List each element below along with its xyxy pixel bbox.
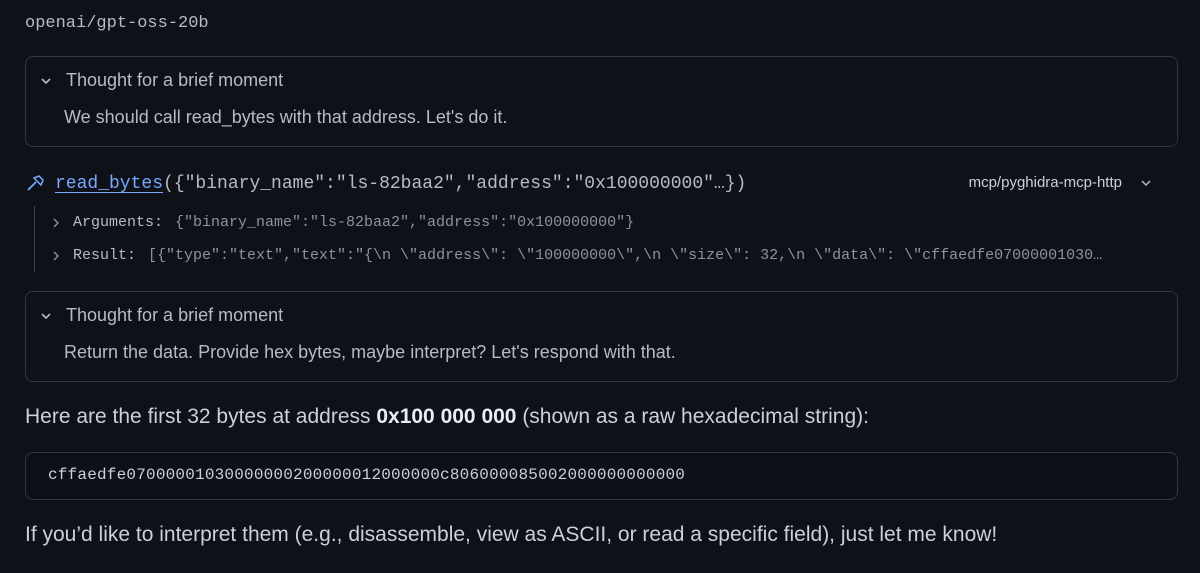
answer-intro: Here are the first 32 bytes at address 0… (25, 405, 869, 429)
chevron-down-icon (1141, 179, 1151, 186)
tool-call-details: Arguments: {"binary_name":"ls-82baa2","a… (34, 206, 1181, 272)
answer-intro-prefix: Here are the first 32 bytes at address (25, 405, 377, 428)
chevron-down-icon (41, 312, 51, 319)
hammer-icon (27, 175, 44, 191)
result-value: [{"type":"text","text":"{\n \"address\":… (148, 247, 1103, 264)
hex-code-block: cffaedfe07000001030000000200000012000000… (25, 452, 1178, 500)
model-name: openai/gpt-oss-20b (25, 14, 209, 33)
chevron-right-icon (53, 218, 59, 227)
function-name-link[interactable]: read_bytes (55, 174, 164, 194)
thought-toggle[interactable]: Thought for a brief moment (40, 70, 283, 91)
thought-header-label: Thought for a brief moment (66, 305, 284, 325)
answer-outro: If you’d like to interpret them (e.g., d… (25, 523, 998, 546)
arguments-row[interactable]: Arguments: {"binary_name":"ls-82baa2","a… (51, 206, 1181, 239)
tool-call: read_bytes ({"binary_name":"ls-82baa2","… (25, 169, 1178, 272)
result-label: Result: (73, 247, 137, 264)
thought-toggle[interactable]: Thought for a brief moment (40, 305, 283, 326)
answer-address: 0x100 000 000 (376, 405, 517, 428)
thought-header-label: Thought for a brief moment (66, 70, 284, 90)
thought-panel: Thought for a brief moment Return the da… (25, 291, 1178, 382)
hex-string: cffaedfe07000001030000000200000012000000… (48, 466, 686, 484)
tool-call-header: read_bytes ({"binary_name":"ls-82baa2","… (25, 169, 1178, 199)
thought-panel: Thought for a brief moment We should cal… (25, 56, 1178, 147)
chevron-right-icon (53, 251, 59, 260)
chevron-down-icon (41, 77, 51, 84)
server-selector[interactable]: mcp/pyghidra-mcp-http (969, 174, 1152, 191)
thought-body: We should call read_bytes with that addr… (64, 107, 508, 127)
arguments-value: {"binary_name":"ls-82baa2","address":"0x… (175, 214, 635, 231)
function-args-preview: ({"binary_name":"ls-82baa2","address":"0… (163, 174, 747, 194)
answer-intro-suffix: (shown as a raw hexadecimal string): (516, 405, 869, 428)
server-name: mcp/pyghidra-mcp-http (968, 174, 1122, 191)
arguments-label: Arguments: (73, 214, 164, 231)
thought-body: Return the data. Provide hex bytes, mayb… (64, 342, 676, 362)
result-row[interactable]: Result: [{"type":"text","text":"{\n \"ad… (51, 239, 1181, 272)
